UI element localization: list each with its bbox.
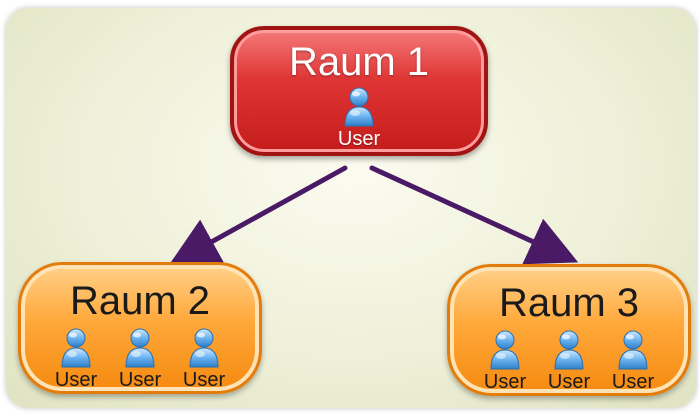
user-entry: User [604, 329, 662, 393]
room-raum-2: Raum 2 User User User [18, 262, 262, 394]
room-users: User [234, 86, 484, 150]
user-entry: User [330, 86, 388, 150]
room-title: Raum 2 [69, 279, 211, 323]
room-users: User User User [450, 329, 688, 393]
user-icon [488, 329, 522, 371]
room-users: User User User [21, 327, 259, 391]
user-label: User [547, 371, 591, 393]
user-icon [616, 329, 650, 371]
user-label: User [182, 369, 226, 391]
room-raum-1: Raum 1 User [230, 26, 488, 156]
user-label: User [483, 371, 527, 393]
user-entry: User [47, 327, 105, 391]
user-entry: User [476, 329, 534, 393]
user-icon [59, 327, 93, 369]
user-icon [123, 327, 157, 369]
arrow-raum1-to-raum2 [168, 165, 348, 266]
user-icon [342, 86, 376, 128]
user-entry: User [111, 327, 169, 391]
user-entry: User [540, 329, 598, 393]
room-title: Raum 3 [498, 281, 640, 325]
arrow-raum1-to-raum3 [369, 165, 579, 265]
user-icon [552, 329, 586, 371]
user-label: User [118, 369, 162, 391]
user-label: User [611, 371, 655, 393]
user-label: User [54, 369, 98, 391]
room-raum-3: Raum 3 User User User [447, 264, 691, 396]
user-entry: User [175, 327, 233, 391]
user-label: User [337, 128, 381, 150]
room-title: Raum 1 [288, 40, 430, 84]
user-icon [187, 327, 221, 369]
